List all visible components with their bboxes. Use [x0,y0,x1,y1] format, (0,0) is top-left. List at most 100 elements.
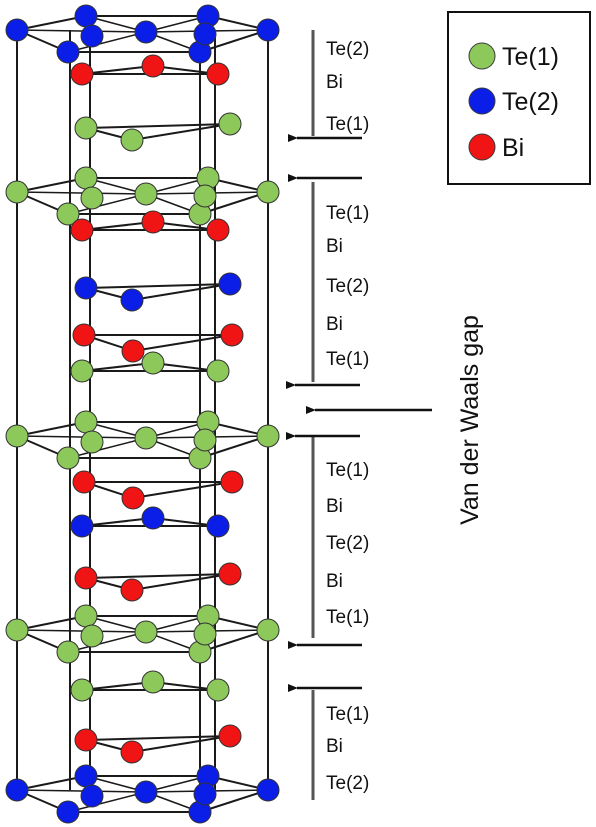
atom-te1 [5,424,29,448]
lattice-plane-edge [16,615,87,631]
layer-label: Bi [326,72,343,93]
lattice-plane-edge [16,435,147,439]
lattice-plane-edge [81,362,154,372]
atom-te2 [56,800,80,824]
atom-te1 [141,351,165,375]
atom-bi [206,62,230,86]
legend: Te(1) Te(2) Bi [447,11,591,185]
legend-swatch-te1 [468,42,496,70]
atom-te1 [256,618,280,642]
lattice-plane-edge [199,629,269,653]
lattice-atoms [5,4,280,824]
atom-te1 [193,428,217,452]
atom-bi [220,470,244,494]
atom-bi [74,728,98,752]
atom-te2 [70,514,94,538]
atom-te1 [141,670,165,694]
atom-te1 [134,426,158,450]
atom-te1 [134,182,158,206]
van-der-waals-gap-label: Van der Waals gap [456,315,484,525]
legend-label: Bi [502,134,524,162]
atom-te2 [206,514,230,538]
layer-label: Te(2) [326,773,369,794]
lattice-plane-edge [131,573,231,591]
atom-bi [120,740,144,764]
atom-te2 [120,288,144,312]
atom-bi [141,54,165,78]
atom-te2 [193,782,217,806]
lattice-plane-edge [16,29,147,33]
layer-label: Te(1) [326,203,369,224]
lattice-plane-edge [85,735,231,741]
atom-te1 [80,430,104,454]
atom-te1 [74,116,98,140]
atom-bi [121,486,145,510]
atom-te1 [134,620,158,644]
atom-bi [70,218,94,242]
layer-label: Te(2) [326,276,369,297]
atom-te2 [74,4,98,28]
layer-label: Te(2) [326,39,369,60]
layer-label: Te(1) [326,460,369,481]
lattice-plane-edge [67,193,147,215]
atom-te1 [56,446,80,470]
atom-te1 [218,112,242,136]
layer-label: Bi [326,496,343,517]
layer-label: Te(1) [326,607,369,628]
atom-te2 [5,18,29,42]
lattice-plane-edge [199,789,269,813]
atom-te1 [56,202,80,226]
atom-te2 [80,784,104,808]
atom-te1 [193,622,217,646]
legend-label: Te(2) [502,88,559,116]
lattice-plane-edge [67,31,147,53]
lattice-plane-edge [16,15,87,31]
atom-bi [120,578,144,602]
atom-te1 [80,624,104,648]
lattice-plane-edge [131,735,231,753]
lattice-plane-edge [131,283,231,301]
lattice [5,4,280,824]
atom-bi [141,210,165,234]
lattice-plane-edge [81,65,154,75]
atom-bi [220,323,244,347]
lattice-plane-edge [85,123,231,129]
layer-label: Bi [326,571,343,592]
atom-te1 [120,128,144,152]
atom-te2 [80,24,104,48]
lattice-plane-edge [16,789,147,793]
lattice-plane-edge [132,481,233,499]
lattice-plane-edge [199,29,269,53]
layer-label: Te(1) [326,349,369,370]
lattice-plane-edge [67,791,147,813]
lattice-plane-edge [16,177,87,193]
atom-te2 [134,20,158,44]
atom-te2 [141,506,165,530]
legend-swatch-bi [468,133,496,161]
layer-label: Bi [326,236,343,257]
atom-bi [74,566,98,590]
atom-te2 [134,780,158,804]
lattice-plane-edge [81,221,154,231]
legend-swatch-te2 [468,87,496,115]
layer-label: Bi [326,314,343,335]
atom-te2 [5,778,29,802]
atom-te1 [206,678,230,702]
lattice-plane-edge [131,123,231,141]
atom-te2 [74,764,98,788]
atom-te1 [256,424,280,448]
lattice-plane-edge [16,629,147,633]
atom-te1 [74,166,98,190]
boundary-arrows [286,134,432,692]
lattice-plane-edge [85,573,231,579]
lattice-plane-edge [16,775,87,791]
atom-bi [72,323,96,347]
lattice-plane-edge [81,517,154,527]
atom-bi [70,62,94,86]
lattice-plane-edge [67,437,147,459]
lattice-plane-edge [132,334,233,352]
atom-te1 [80,186,104,210]
layer-label: Te(2) [326,533,369,554]
atom-te1 [56,640,80,664]
